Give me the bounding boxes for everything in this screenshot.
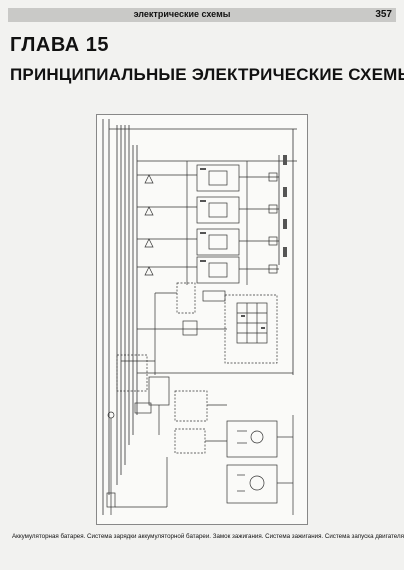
chapter-title: ПРИНЦИПИАЛЬНЫЕ ЭЛЕКТРИЧЕСКИЕ СХЕМЫ xyxy=(10,65,404,84)
wiring-diagram xyxy=(96,114,308,525)
page-number: 357 xyxy=(375,9,392,20)
wiring-diagram-drawing xyxy=(102,119,297,515)
figure-caption: Аккумуляторная батарея. Система зарядки … xyxy=(12,533,404,540)
running-title: электрические схемы xyxy=(133,9,231,19)
running-header: электрические схемы 357 xyxy=(8,8,396,22)
chapter-label: ГЛАВА 15 xyxy=(10,34,110,56)
